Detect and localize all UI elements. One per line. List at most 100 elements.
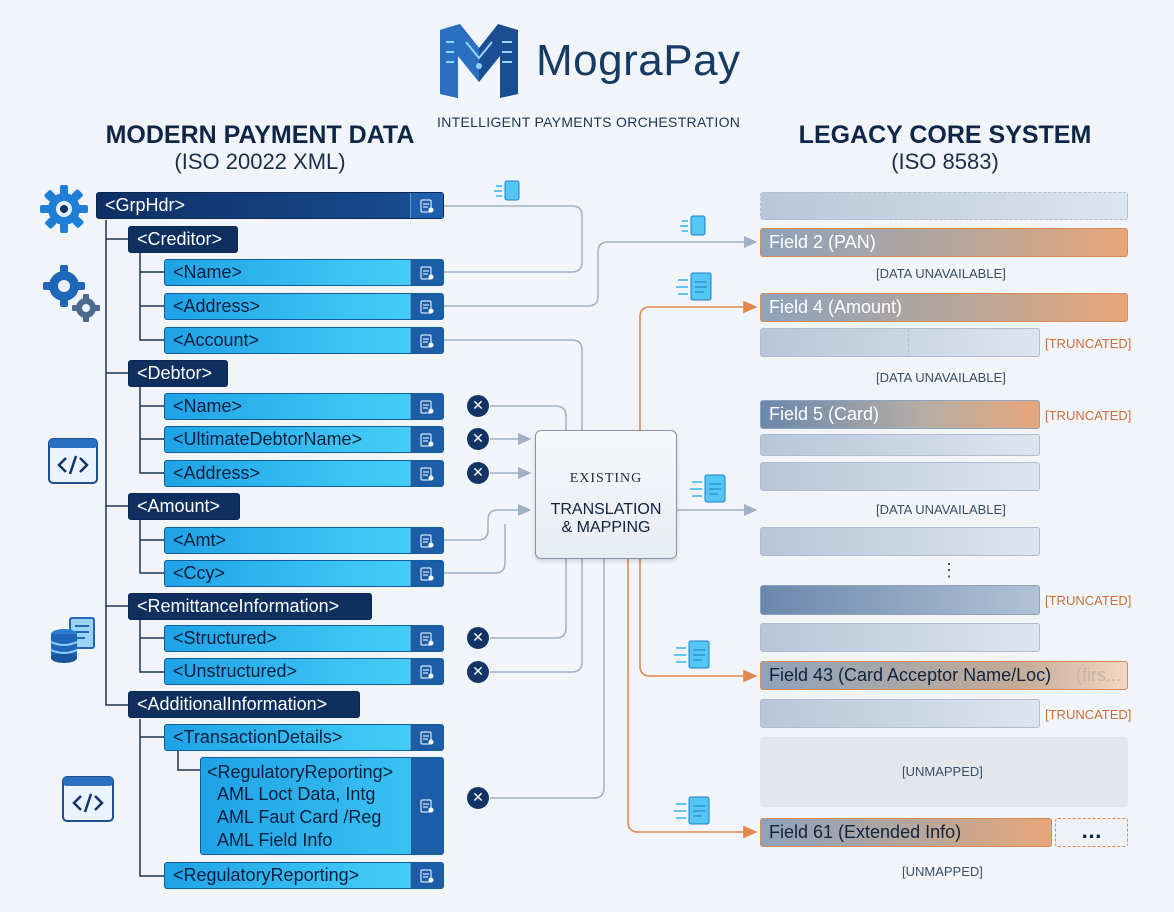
legacy-field-fade: (firs...	[1076, 665, 1121, 685]
mapping-box-line2: & MAPPING	[561, 519, 651, 536]
xml-node-creditor-name[interactable]: <Name>	[164, 259, 444, 286]
document-icon	[674, 796, 712, 830]
xml-node-ultimate-debtor[interactable]: <UltimateDebtorName>	[164, 426, 444, 453]
legacy-field-empty	[760, 585, 1040, 615]
regulatory-line: AML Faut Card /Reg	[217, 807, 382, 827]
dropped-field-icon: ✕	[467, 627, 489, 649]
legacy-field-empty	[760, 623, 1040, 652]
xml-node-regulatory[interactable]: <RegulatoryReporting>	[164, 862, 444, 889]
xml-node-label: <Amt>	[173, 530, 227, 550]
mapping-rule-icon[interactable]	[410, 294, 443, 319]
legacy-field-truncated	[760, 328, 1040, 357]
overflow-ellipsis: ...	[1081, 822, 1102, 843]
document-icon	[690, 474, 728, 508]
right-column-title: LEGACY CORE SYSTEM	[798, 121, 1092, 149]
xml-node-label: <Name>	[173, 262, 243, 282]
xml-node-label: <AdditionalInformation>	[137, 694, 328, 714]
xml-node-creditor-address[interactable]: <Address>	[164, 293, 444, 320]
xml-node-structured[interactable]: <Structured>	[164, 625, 444, 652]
xml-node-label: <RegulatoryReporting>	[173, 865, 360, 885]
regulatory-line: AML Loct Data, Intg	[217, 784, 376, 804]
xml-node-label: <UltimateDebtorName>	[173, 429, 363, 449]
mapping-rule-icon[interactable]	[410, 561, 443, 586]
status-data-unavailable: [DATA UNAVAILABLE]	[876, 266, 1006, 281]
code-window-icon	[48, 436, 98, 490]
xml-node-debtor[interactable]: <Debtor>	[128, 360, 228, 387]
legacy-field-empty	[760, 699, 1040, 728]
legacy-field-empty	[760, 192, 1128, 220]
xml-node-transaction-details[interactable]: <TransactionDetails>	[164, 724, 444, 751]
xml-node-label: <RemittanceInformation>	[137, 596, 340, 616]
xml-node-grphdr[interactable]: <GrpHdr>	[96, 192, 444, 219]
mapping-rule-icon[interactable]	[410, 528, 443, 553]
legacy-field-empty	[760, 462, 1040, 491]
xml-node-debtor-address[interactable]: <Address>	[164, 460, 444, 487]
document-icon	[494, 180, 522, 206]
mapping-rule-icon[interactable]	[410, 863, 443, 888]
legacy-field-extended[interactable]: Field 61 (Extended Info)	[760, 818, 1052, 847]
truncated-tail	[908, 328, 1040, 357]
xml-node-label: <Creditor>	[137, 229, 223, 249]
xml-node-label: <Debtor>	[137, 363, 213, 383]
legacy-field-empty	[760, 434, 1040, 456]
xml-node-additional[interactable]: <AdditionalInformation>	[128, 691, 360, 718]
mapping-rule-icon[interactable]	[410, 725, 443, 750]
mapping-rule-icon[interactable]	[410, 193, 443, 218]
unmapped-region	[760, 737, 1128, 807]
mapping-rule-icon[interactable]	[410, 328, 443, 353]
legacy-field-card[interactable]: Field 5 (Card)	[760, 400, 1040, 429]
legacy-field-pan[interactable]: Field 2 (PAN)	[760, 228, 1128, 257]
legacy-field-label: Field 4 (Amount)	[769, 297, 903, 317]
status-truncated: [TRUNCATED]	[1045, 336, 1132, 351]
legacy-field-overflow: ...	[1055, 818, 1128, 847]
regulatory-line: AML Field Info	[217, 830, 333, 850]
xml-node-label: <GrpHdr>	[105, 195, 186, 215]
xml-node-remittance[interactable]: <RemittanceInformation>	[128, 593, 372, 620]
mapping-rule-icon[interactable]	[411, 758, 443, 854]
status-truncated: [TRUNCATED]	[1045, 593, 1132, 608]
mapping-rule-icon[interactable]	[410, 626, 443, 651]
status-data-unavailable: [DATA UNAVAILABLE]	[876, 502, 1006, 517]
mapping-rule-icon[interactable]	[410, 461, 443, 486]
legacy-field-empty	[760, 527, 1040, 556]
database-doc-icon	[48, 616, 98, 668]
xml-node-label: <Amount>	[137, 496, 221, 516]
xml-node-ccy[interactable]: <Ccy>	[164, 560, 444, 587]
xml-node-amt[interactable]: <Amt>	[164, 527, 444, 554]
dropped-field-icon: ✕	[467, 395, 489, 417]
xml-node-unstructured[interactable]: <Unstructured>	[164, 658, 444, 685]
dropped-field-icon: ✕	[467, 462, 489, 484]
status-unmapped: [UNMAPPED]	[902, 864, 983, 879]
legacy-field-label: Field 2 (PAN)	[769, 232, 876, 252]
mapping-rule-icon[interactable]	[410, 427, 443, 452]
xml-node-regulatory-nested[interactable]: <RegulatoryReporting> AML Loct Data, Int…	[200, 757, 444, 855]
xml-node-label: <Structured>	[173, 628, 278, 648]
right-column-subtitle: (ISO 8583)	[891, 149, 999, 174]
xml-node-creditor-account[interactable]: <Account>	[164, 327, 444, 354]
status-data-unavailable: [DATA UNAVAILABLE]	[876, 370, 1006, 385]
mapping-rule-icon[interactable]	[410, 260, 443, 285]
legacy-field-label: Field 5 (Card)	[769, 404, 880, 424]
brand-logo	[436, 22, 522, 100]
left-column-title: MODERN PAYMENT DATA	[105, 121, 415, 149]
mapping-box-line1: TRANSLATION	[550, 501, 662, 518]
legacy-field-acceptor[interactable]: Field 43 (Card Acceptor Name/Loc) (firs.…	[760, 661, 1128, 690]
dropped-field-icon: ✕	[467, 661, 489, 683]
brand-name: MograPay	[536, 36, 741, 85]
mapping-rule-icon[interactable]	[410, 394, 443, 419]
dropped-field-icon: ✕	[467, 428, 489, 450]
xml-node-label: <TransactionDetails>	[173, 727, 343, 747]
xml-node-debtor-name[interactable]: <Name>	[164, 393, 444, 420]
code-window-icon	[62, 774, 114, 826]
left-column-subtitle: (ISO 20022 XML)	[174, 149, 346, 174]
xml-node-label: <Name>	[173, 396, 243, 416]
document-icon	[680, 215, 708, 241]
gear-icon	[38, 183, 90, 239]
legacy-field-amount[interactable]: Field 4 (Amount)	[760, 293, 1128, 322]
xml-node-creditor[interactable]: <Creditor>	[128, 226, 238, 253]
xml-node-amount[interactable]: <Amount>	[128, 493, 240, 520]
xml-node-label: <Account>	[173, 330, 260, 350]
mapping-rule-icon[interactable]	[410, 659, 443, 684]
status-truncated: [TRUNCATED]	[1045, 707, 1132, 722]
